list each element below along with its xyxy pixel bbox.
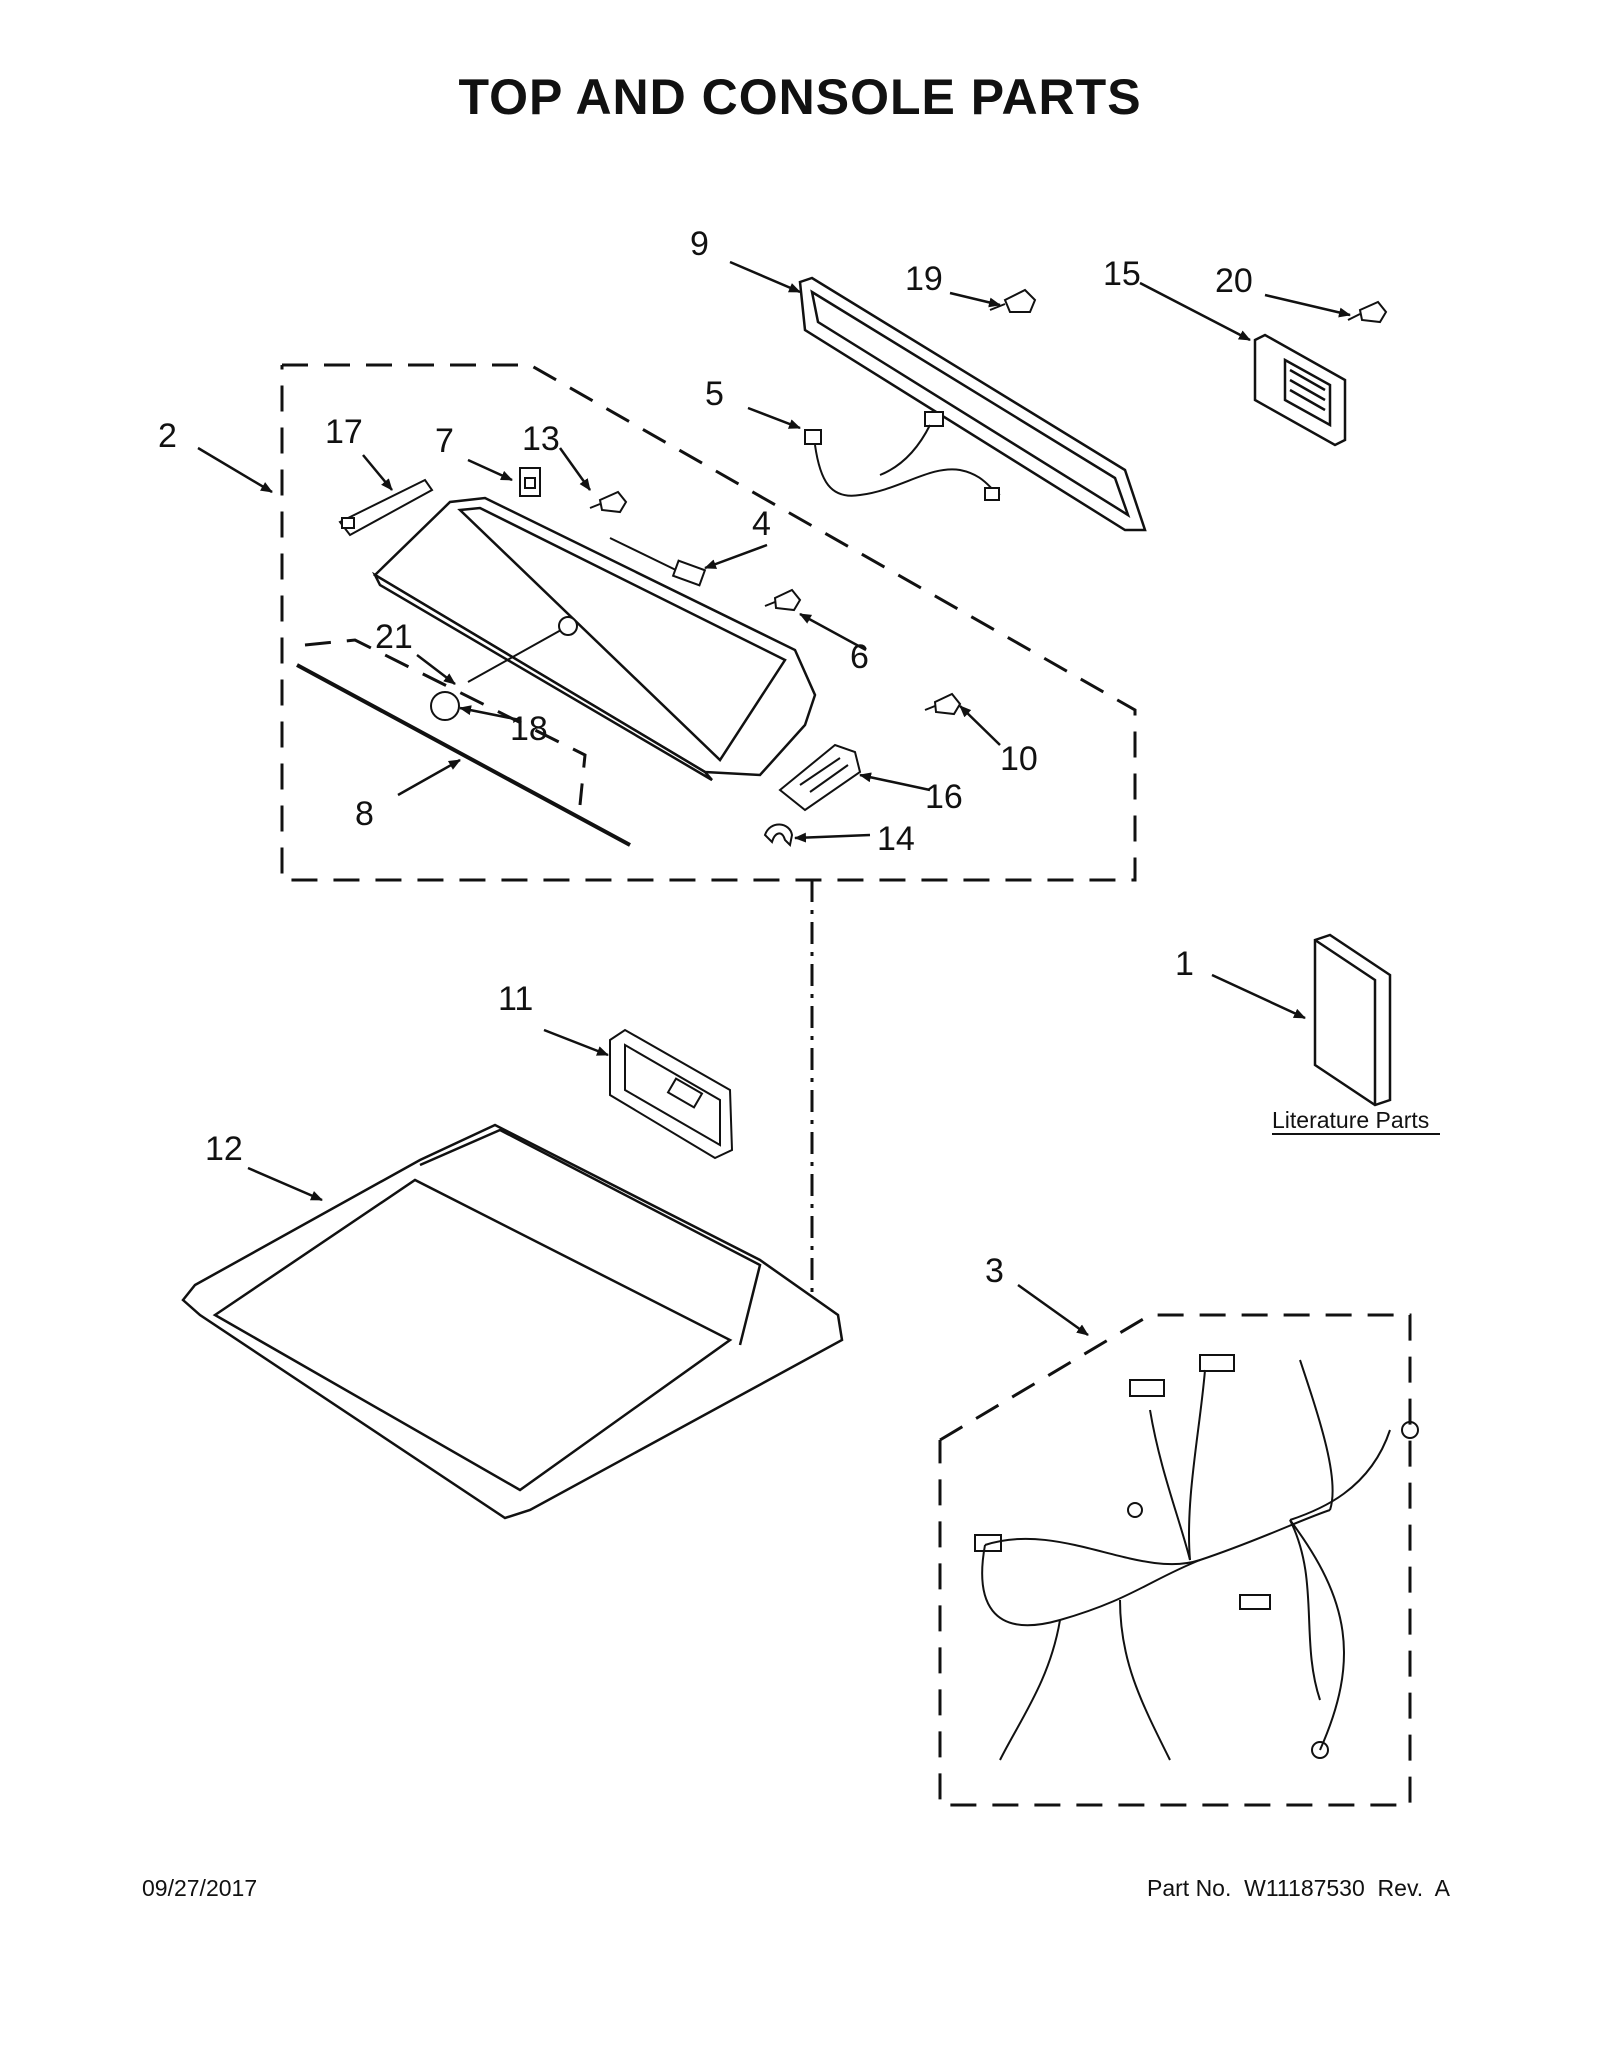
bracket-15 — [1253, 333, 1347, 447]
literature-1 — [1313, 933, 1392, 1107]
callout-21: 21 — [375, 618, 413, 656]
screw-13 — [589, 490, 628, 514]
callout-7: 7 — [435, 422, 454, 460]
callout-3: 3 — [985, 1252, 1004, 1290]
clip-7 — [519, 467, 541, 497]
callout-17: 17 — [325, 413, 363, 451]
top-panel-12 — [181, 1123, 844, 1520]
wire-harness-3 — [974, 1354, 1419, 1761]
callout-10: 10 — [1000, 740, 1038, 778]
screw-10 — [924, 692, 962, 716]
literature-parts-label: Literature Parts — [1272, 1107, 1429, 1133]
callout-14: 14 — [877, 820, 915, 858]
wire-harness-boundary — [938, 1313, 1412, 1807]
callout-2: 2 — [158, 417, 177, 455]
knob-18 — [430, 616, 578, 721]
callout-11: 11 — [498, 980, 533, 1018]
console-housing — [371, 496, 817, 782]
callout-arrows — [197, 260, 1351, 1337]
switch-17 — [338, 478, 434, 537]
sensor-4 — [609, 537, 707, 587]
callout-16: 16 — [925, 778, 963, 816]
screw-6 — [764, 588, 802, 612]
callout-1: 1 — [1175, 945, 1194, 983]
callout-13: 13 — [522, 420, 560, 458]
console-back-panel — [798, 276, 1147, 532]
callout-9: 9 — [690, 225, 709, 263]
callout-6: 6 — [850, 638, 869, 676]
bracket-16 — [778, 743, 862, 812]
control-board-11 — [609, 1028, 734, 1160]
callout-12: 12 — [205, 1130, 243, 1168]
callout-4: 4 — [752, 505, 771, 543]
callout-19: 19 — [905, 260, 943, 298]
callout-20: 20 — [1215, 262, 1253, 300]
footer-date: 09/27/2017 — [142, 1875, 258, 1901]
screw-20 — [1347, 300, 1388, 324]
wire-5 — [804, 411, 1001, 501]
callout-15: 15 — [1103, 255, 1141, 293]
page-title: TOP AND CONSOLE PARTS — [458, 69, 1142, 125]
callout-8: 8 — [355, 795, 374, 833]
clip-14 — [763, 823, 794, 848]
footer-part-number: Part No. W11187530 Rev. A — [1147, 1875, 1450, 1901]
screw-19 — [989, 288, 1037, 313]
console-assembly-boundary — [280, 363, 1137, 882]
rod-8 — [296, 663, 631, 847]
callout-5: 5 — [705, 375, 724, 413]
callout-18: 18 — [510, 710, 548, 748]
